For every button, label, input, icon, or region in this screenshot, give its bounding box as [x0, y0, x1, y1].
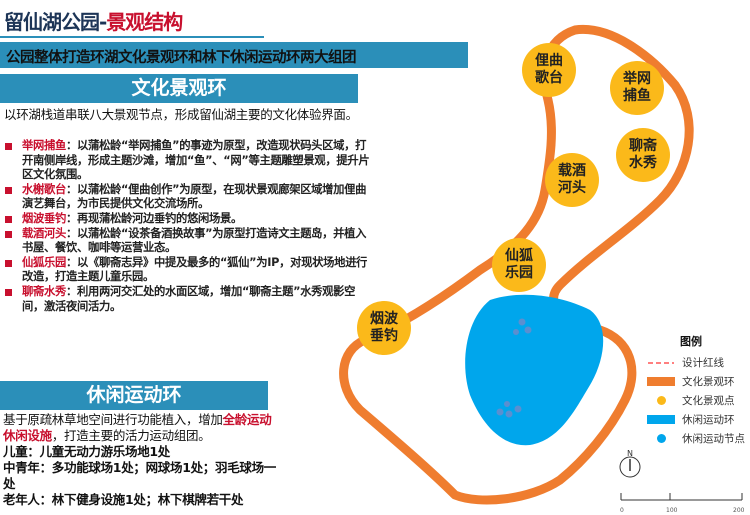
blue-ring-icon — [646, 415, 676, 424]
leisure-node-dot — [505, 410, 513, 418]
title-main: 留仙湖公园- — [4, 10, 107, 34]
orange-ring-icon — [646, 377, 676, 386]
node-description: ：再现蒲松龄河边垂钓的悠闲场景。 — [66, 211, 242, 225]
leisure-intro: 基于原疏林草地空间进行功能植入，增加 — [3, 412, 223, 427]
leisure-highlight: 全龄运动休闲设施 — [3, 412, 272, 443]
culture-node-label: 仙狐乐园 — [505, 248, 533, 281]
culture-node-marker: 聊斋水秀 — [616, 128, 670, 182]
scale-label: 100 — [666, 507, 678, 514]
leisure-line: 中青年：多功能球场1处；网球场1处；羽毛球场一处 — [3, 460, 276, 491]
culture-node-item: 烟波垂钓：再现蒲松龄河边垂钓的悠闲场景。 — [3, 212, 373, 227]
culture-intro: 以环湖栈道串联八大景观节点，形成留仙湖主要的文化体验界面。 — [4, 107, 358, 122]
legend-label: 文化景观点 — [682, 395, 735, 407]
culture-node-label: 烟波垂钓 — [370, 311, 398, 344]
scale-label: 0 — [620, 507, 624, 514]
bullet-icon — [5, 143, 12, 150]
legend-title: 图例 — [680, 335, 702, 348]
node-description: ：以《聊斋志异》中提及最多的“狐仙”为IP，对现状场地进行改造，打造主题儿童乐园… — [22, 255, 368, 284]
node-description: ：以蒲松龄“俚曲创作”为原型，在现状景观廊架区域增加俚曲演艺舞台，为市民提供文化… — [22, 182, 367, 211]
node-description: ：以蒲松龄“设茶备酒换故事”为原型打造诗文主题岛，并植入书屋、餐饮、咖啡等运营业… — [22, 226, 367, 255]
leisure-node-dot — [496, 408, 504, 416]
leisure-node-dot — [518, 318, 526, 326]
culture-node-label: 俚曲歌台 — [535, 53, 563, 86]
leisure-node-dot — [504, 401, 510, 407]
node-name: 载酒河头 — [22, 226, 66, 240]
culture-node-label: 举网捕鱼 — [623, 71, 651, 104]
north-arrow: N — [619, 449, 641, 478]
blue-dot-icon — [646, 434, 676, 443]
leisure-intro-end: ，打造主要的活力运动组团。 — [51, 428, 211, 443]
culture-node-label: 载酒河头 — [558, 163, 586, 196]
node-name: 水榭歌台 — [22, 182, 66, 196]
leisure-line: 儿童：儿童无动力游乐场地1处 — [3, 444, 170, 459]
legend-label: 文化景观环 — [682, 376, 735, 388]
culture-node-item: 仙狐乐园：以《聊斋志异》中提及最多的“狐仙”为IP，对现状场地进行改造，打造主题… — [3, 256, 373, 285]
culture-heading: 文化景观环 — [0, 74, 358, 103]
bullet-icon — [5, 230, 12, 238]
legend-label: 设计红线 — [682, 357, 724, 369]
leisure-text: 基于原疏林草地空间进行功能植入，增加全龄运动休闲设施，打造主要的活力运动组团。 … — [3, 412, 278, 508]
node-description: ：以蒲松龄“举网捕鱼”的事迹为原型，改造现状码头区域，打开南侧岸线，形成主题沙滩… — [22, 139, 370, 182]
summary-banner: 公园整体打造环湖文化景观环和林下休闲运动环两大组团 — [0, 42, 468, 68]
title-accent: 景观结构 — [106, 10, 183, 34]
culture-node-marker: 仙狐乐园 — [492, 238, 546, 292]
culture-node-marker: 烟波垂钓 — [357, 301, 411, 355]
leisure-heading: 休闲运动环 — [0, 381, 268, 410]
leisure-node-dot — [513, 329, 519, 335]
page-title: 留仙湖公园-景观结构 — [4, 6, 183, 35]
scale-label: 200 — [733, 507, 745, 514]
node-description: ：利用两河交汇处的水面区域，增加“聊斋主题”水秀观影空间，激活夜间活力。 — [22, 284, 356, 313]
leisure-area — [465, 294, 604, 446]
culture-node-marker: 举网捕鱼 — [610, 61, 664, 115]
legend-label: 休闲运动环 — [682, 414, 735, 426]
node-name: 举网捕鱼 — [22, 139, 66, 152]
north-label: N — [627, 449, 633, 458]
culture-node-item: 聊斋水秀：利用两河交汇处的水面区域，增加“聊斋主题”水秀观影空间，激活夜间活力。 — [3, 285, 373, 314]
bullet-icon — [5, 215, 12, 223]
bullet-icon — [5, 186, 12, 194]
legend-label: 休闲运动节点 — [682, 433, 745, 445]
bullet-icon — [5, 288, 12, 296]
culture-node-marker: 载酒河头 — [545, 153, 599, 207]
node-name: 聊斋水秀 — [22, 284, 66, 298]
bullet-icon — [5, 259, 12, 267]
culture-node-label: 聊斋水秀 — [629, 138, 657, 171]
culture-node-list: 举网捕鱼：以蒲松龄“举网捕鱼”的事迹为原型，改造现状码头区域，打开南侧岸线，形成… — [3, 139, 373, 314]
culture-node-item: 举网捕鱼：以蒲松龄“举网捕鱼”的事迹为原型，改造现状码头区域，打开南侧岸线，形成… — [3, 139, 373, 183]
leisure-node-dot — [524, 326, 532, 334]
legend: 图例 设计红线 文化景观环 文化景观点 休闲运动环 休闲运动节点 — [646, 333, 745, 448]
scale-bar — [620, 493, 743, 501]
red-line-dashed-icon — [646, 361, 676, 365]
node-name: 仙狐乐园 — [22, 255, 66, 269]
culture-node-item: 水榭歌台：以蒲松龄“俚曲创作”为原型，在现状景观廊架区域增加俚曲演艺舞台，为市民… — [3, 183, 373, 212]
leisure-line: 老年人：林下健身设施1处；林下棋牌若干处 — [3, 492, 244, 507]
node-name: 烟波垂钓 — [22, 211, 66, 225]
culture-node-item: 载酒河头：以蒲松龄“设茶备酒换故事”为原型打造诗文主题岛，并植入书屋、餐饮、咖啡… — [3, 227, 373, 256]
title-underline — [0, 36, 264, 38]
culture-node-marker: 俚曲歌台 — [522, 43, 576, 97]
yellow-dot-icon — [646, 396, 676, 405]
leisure-node-dot — [514, 405, 522, 413]
